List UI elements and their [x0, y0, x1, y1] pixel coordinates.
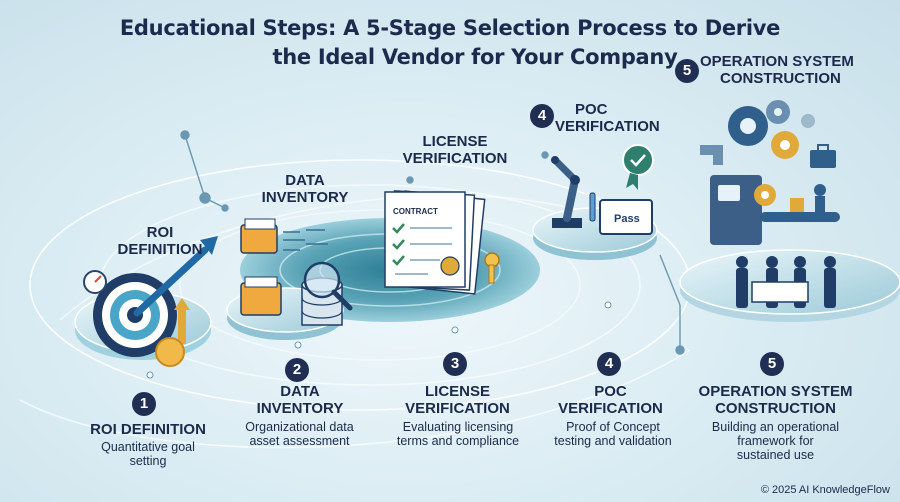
stage-2-bottom-label: DATA INVENTORY: [256, 383, 344, 417]
copyright-notice: © 2025 AI KnowledgeFlow: [760, 484, 890, 496]
stage-4-top-label: PoC VERIFICATION: [555, 101, 660, 135]
stage-1-top-label: ROI DEFINITION: [117, 224, 203, 258]
stage-3-bottom-label: LICENSE VERIFICATION: [405, 383, 510, 417]
stage-5-bottom-label: OPERATION SYSTEM CONSTRUCTION: [698, 383, 853, 417]
stage-2-description: Organizational data asset assessment: [245, 420, 354, 448]
stage-5-number-badge: 5: [760, 352, 784, 376]
stage-4-top-number: 4: [530, 104, 554, 128]
stage-5-description: Building an operational framework for su…: [711, 420, 840, 462]
pass-label: Pass: [614, 213, 640, 225]
stage-1-description: Quantitative goal setting: [101, 440, 195, 468]
page-title: Educational Steps: A 5-Stage Selection P…: [0, 14, 900, 72]
contract-label: CONTRACT: [393, 207, 438, 216]
operation-system-illustration: [679, 100, 900, 322]
stage-4-number-badge: 4: [597, 352, 621, 376]
stage-2-top-label: DATA INVENTORY: [261, 172, 349, 206]
data-inventory-illustration: [226, 218, 353, 340]
poc-robot-illustration: Pass: [532, 144, 658, 260]
license-contract-illustration: CONTRACT: [384, 190, 500, 295]
stage-5-top-label: OPERATION SYSTEM CONSTRUCTION: [700, 53, 854, 87]
stage-3-description: Evaluating licensing terms and complianc…: [396, 420, 520, 448]
network-nodes: [180, 130, 685, 355]
title-line-2: the Ideal Vendor for Your Company: [272, 45, 678, 69]
title-line-1: Educational Steps: A 5-Stage Selection P…: [119, 16, 781, 40]
stage-1-bottom-label: ROI DEFINITION: [90, 421, 206, 438]
stage-1-number-badge: 1: [132, 392, 156, 416]
stage-3-number-badge: 3: [443, 352, 467, 376]
stage-2-number-badge: 2: [285, 358, 309, 382]
stage-5-top-number: 5: [675, 59, 699, 83]
roi-target-illustration: [74, 236, 218, 367]
stage-4-description: Proof of Concept testing and validation: [554, 420, 672, 448]
stage-4-bottom-label: PoC VERIFICATION: [558, 383, 663, 417]
stage-3-top-label: LICENSE VERIFICATION: [402, 133, 508, 167]
